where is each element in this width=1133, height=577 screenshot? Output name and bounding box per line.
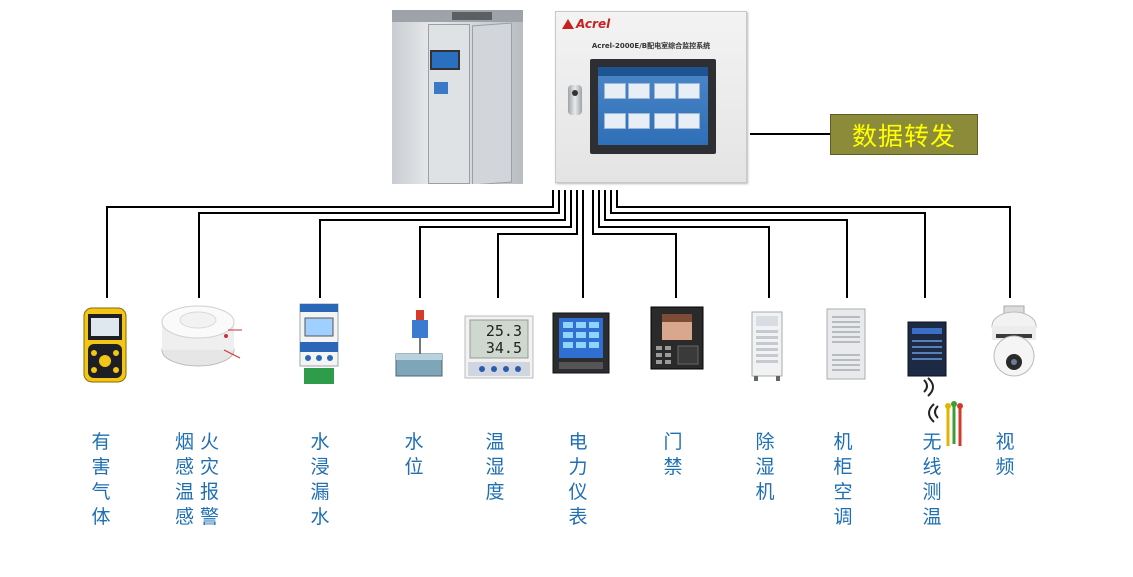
access-control-icon (650, 306, 704, 370)
brand-name: Acrel (576, 17, 611, 31)
wire-video (616, 190, 1011, 298)
data-forward-label: 数据转发 (851, 121, 956, 151)
device-label-wireless: 无线测温 (922, 431, 942, 528)
wire-humidity (497, 190, 578, 298)
device-label-water-leak: 水浸漏水 (310, 431, 330, 528)
device-label-cabinet-ac: 机柜空调 (833, 431, 853, 528)
device-label-humidity: 温湿度 (485, 431, 505, 503)
wire-gas (106, 190, 554, 298)
cabinet-ac-icon (826, 308, 866, 380)
acrel-logo-icon (562, 19, 574, 29)
panel-lock-icon (568, 85, 582, 115)
device-label-water-level: 水位 (404, 431, 424, 478)
device-label-access: 门禁 (663, 431, 683, 478)
data-forward-box: 数据转发 (830, 114, 978, 155)
device-label-video: 视频 (995, 431, 1015, 478)
temp-humidity-meter-icon: 25.3 34.5 (464, 315, 534, 379)
monitoring-panel: Acrel Acrel-2000E/B配电室综合监控系统 (555, 11, 747, 183)
gas-detector-icon (82, 306, 128, 384)
dehumidifier-icon (750, 310, 784, 382)
dome-camera-icon (986, 304, 1042, 382)
device-label-smoke-2: 火灾报警 (199, 431, 219, 528)
water-level-sensor-icon (394, 308, 444, 378)
humidity-readout: 34.5 (486, 339, 522, 357)
panel-title: Acrel-2000E/B配电室综合监控系统 (591, 42, 711, 50)
device-label-smoke-1: 烟感温感 (174, 431, 194, 528)
wire-water-leak (319, 190, 566, 298)
smoke-detector-icon (158, 300, 246, 376)
wire-access (592, 190, 677, 298)
wire-cabinet-ac (604, 190, 848, 298)
temperature-readout: 25.3 (486, 322, 522, 340)
wireless-temp-icon (904, 318, 970, 450)
wire-water-level (419, 190, 572, 298)
device-label-gas: 有害气体 (91, 431, 111, 528)
power-meter-icon (552, 312, 610, 374)
device-label-power: 电力仪表 (568, 431, 588, 528)
touch-screen (590, 59, 716, 154)
water-leak-sensor-icon (296, 302, 342, 388)
device-label-dehumid: 除湿机 (755, 431, 775, 503)
brand-logo: Acrel (562, 17, 610, 31)
wire-dehumid (598, 190, 770, 298)
wire-wireless (610, 190, 926, 298)
switchgear-cabinet-photo (392, 10, 523, 184)
wire-smoke (198, 190, 560, 298)
